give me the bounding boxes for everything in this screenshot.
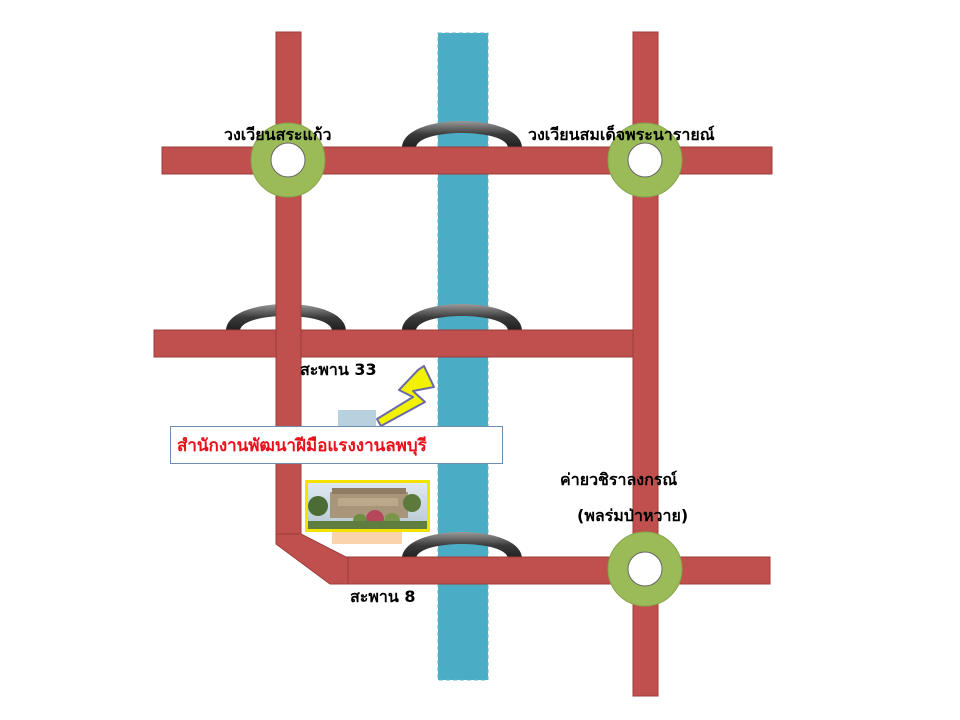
label-bridge-8: สะพาน 8 [350,587,416,606]
office-label: สำนักงานพัฒนาฝีมือแรงงานลพบุรี [170,426,503,464]
road-diagonal [275,533,349,585]
bridge-8 [402,532,522,559]
building-photo-icon [305,480,430,532]
roundabout-camp [607,531,683,607]
roundabout-sakaew [250,122,326,198]
bridge-top [402,121,522,148]
bridge-33 [402,304,522,331]
arrow-pointer-icon [376,365,435,427]
label-roundabout-sakaew: วงเวียนสระแก้ว [224,125,332,144]
label-bridge-33: สะพาน 33 [300,360,377,379]
road-middle-horizontal [153,329,635,358]
label-roundabout-narai: วงเวียนสมเด็จพระนารายณ์ [528,123,715,144]
photo-shadow [332,530,402,544]
bridge-middle-left [226,304,346,331]
road-bottom-horizontal [339,556,771,585]
label-camp-line2: (พลร่มป่าหวาย) [577,506,688,525]
roundabout-narai [607,122,683,198]
map-fragment [338,410,376,428]
label-camp-line1: ค่ายวชิราลงกรณ์ [560,470,677,489]
office-name: สำนักงานพัฒนาฝีมือแรงงานลพบุรี [177,435,427,456]
